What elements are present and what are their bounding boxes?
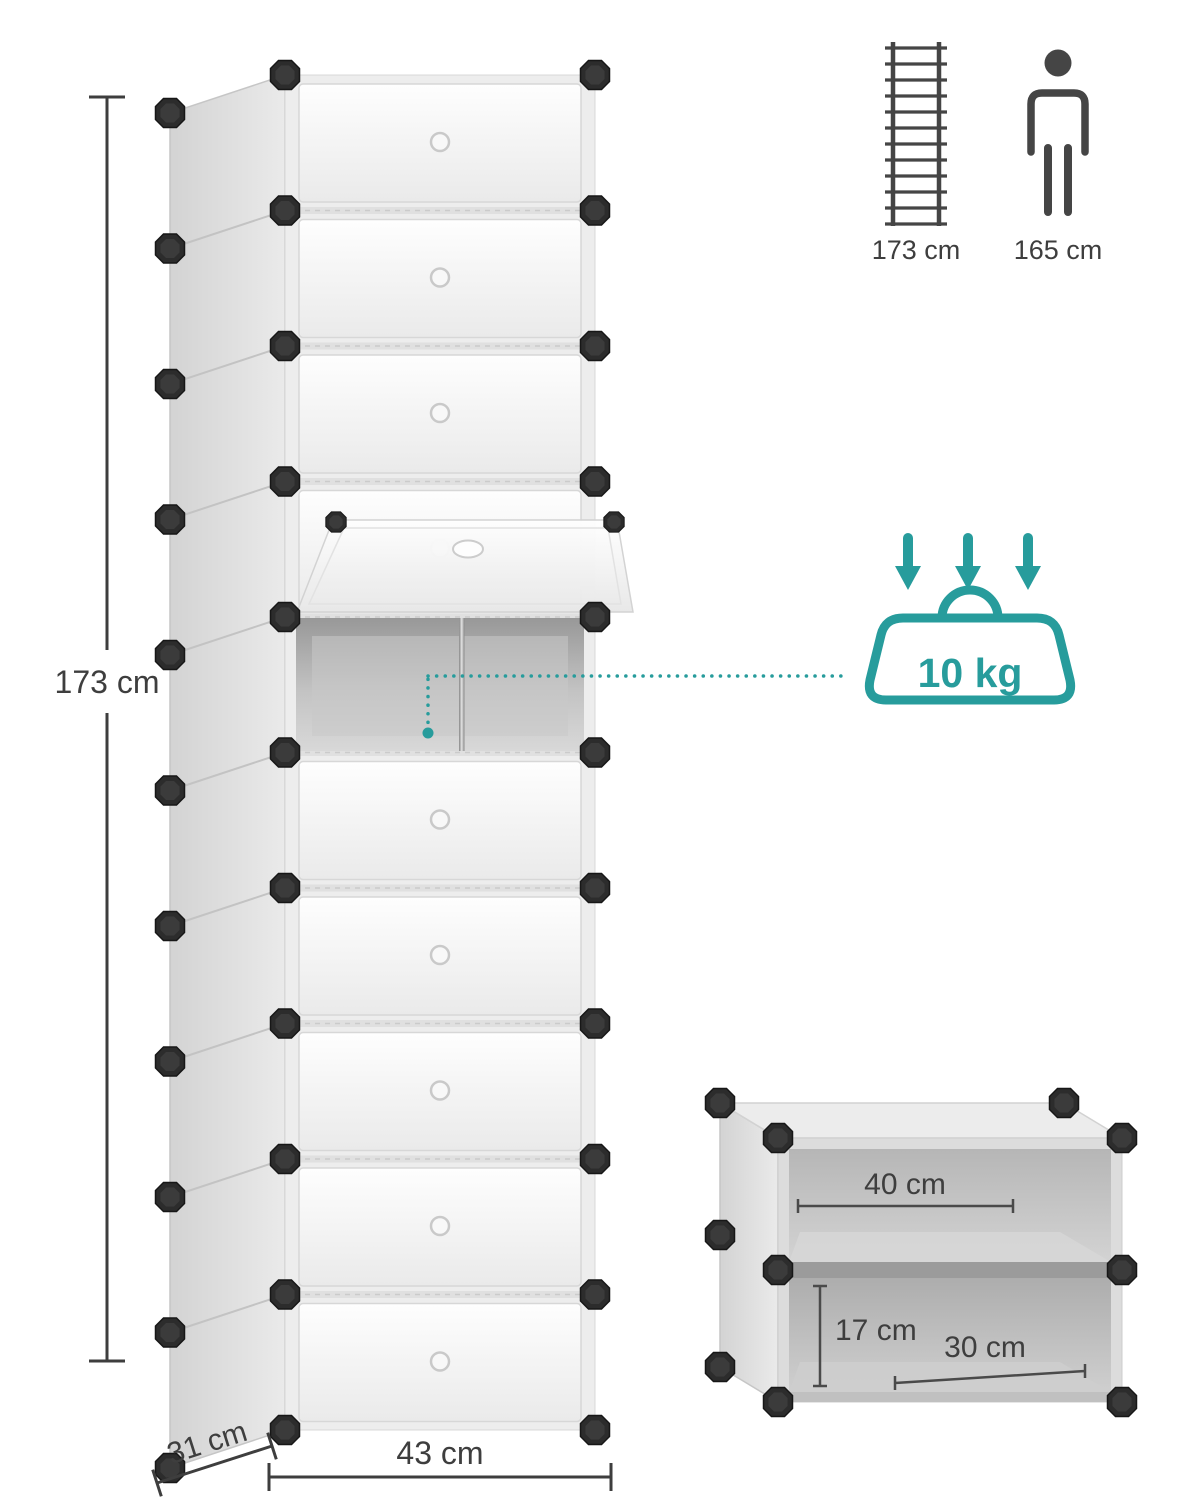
width-label: 43 cm <box>396 1435 483 1471</box>
tall-unit-side-joints <box>169 209 286 1334</box>
cube-door <box>297 1031 583 1152</box>
door-support-rod <box>459 618 465 751</box>
tall-unit-joint-dashes <box>285 209 595 1296</box>
cube-door <box>297 895 583 1017</box>
small-unit-width-label: 40 cm <box>864 1168 946 1201</box>
ladder-icon <box>885 42 947 226</box>
width-dimension: 43 cm <box>267 1435 613 1491</box>
leader-dot <box>422 727 434 739</box>
open-door-hole <box>452 539 484 559</box>
tall-unit <box>154 59 634 1484</box>
small-unit-bottom-rail <box>778 1392 1122 1402</box>
ladder-height-label: 173 cm <box>872 235 961 265</box>
small-unit-height-dimension: 17 cm <box>813 1284 917 1388</box>
down-arrows-icon <box>895 533 1041 590</box>
cube-door <box>297 218 583 339</box>
small-unit-middle-shelf <box>778 1262 1122 1278</box>
cube-door <box>297 760 583 881</box>
small-unit-depth-label: 30 cm <box>944 1331 1026 1364</box>
small-unit: 40 cm 17 cm 30 cm <box>704 1087 1138 1418</box>
person-icon <box>1027 49 1089 216</box>
small-unit-height-label: 17 cm <box>835 1314 917 1347</box>
height-dimension: 173 cm <box>55 95 160 1363</box>
person-comparison: 165 cm <box>1014 49 1103 265</box>
load-capacity: 10 kg <box>422 533 1076 739</box>
weight-bag-icon: 10 kg <box>864 585 1076 705</box>
ladder-comparison: 173 cm <box>872 42 961 265</box>
small-unit-width-dimension: 40 cm <box>796 1168 1015 1213</box>
cube-door <box>297 1302 583 1423</box>
open-compartment <box>296 618 584 751</box>
cube-door <box>297 1166 583 1288</box>
cube-door <box>297 82 583 204</box>
leader-line <box>426 674 845 733</box>
small-unit-bottom-shelf-floor <box>789 1362 1111 1392</box>
small-unit-depth-dimension: 30 cm <box>893 1331 1087 1390</box>
small-unit-top-shelf-floor <box>789 1232 1111 1262</box>
height-label: 173 cm <box>55 664 160 700</box>
person-height-label: 165 cm <box>1014 235 1103 265</box>
max-load-label: 10 kg <box>918 650 1023 696</box>
open-door <box>295 519 634 613</box>
cube-door <box>297 353 583 475</box>
